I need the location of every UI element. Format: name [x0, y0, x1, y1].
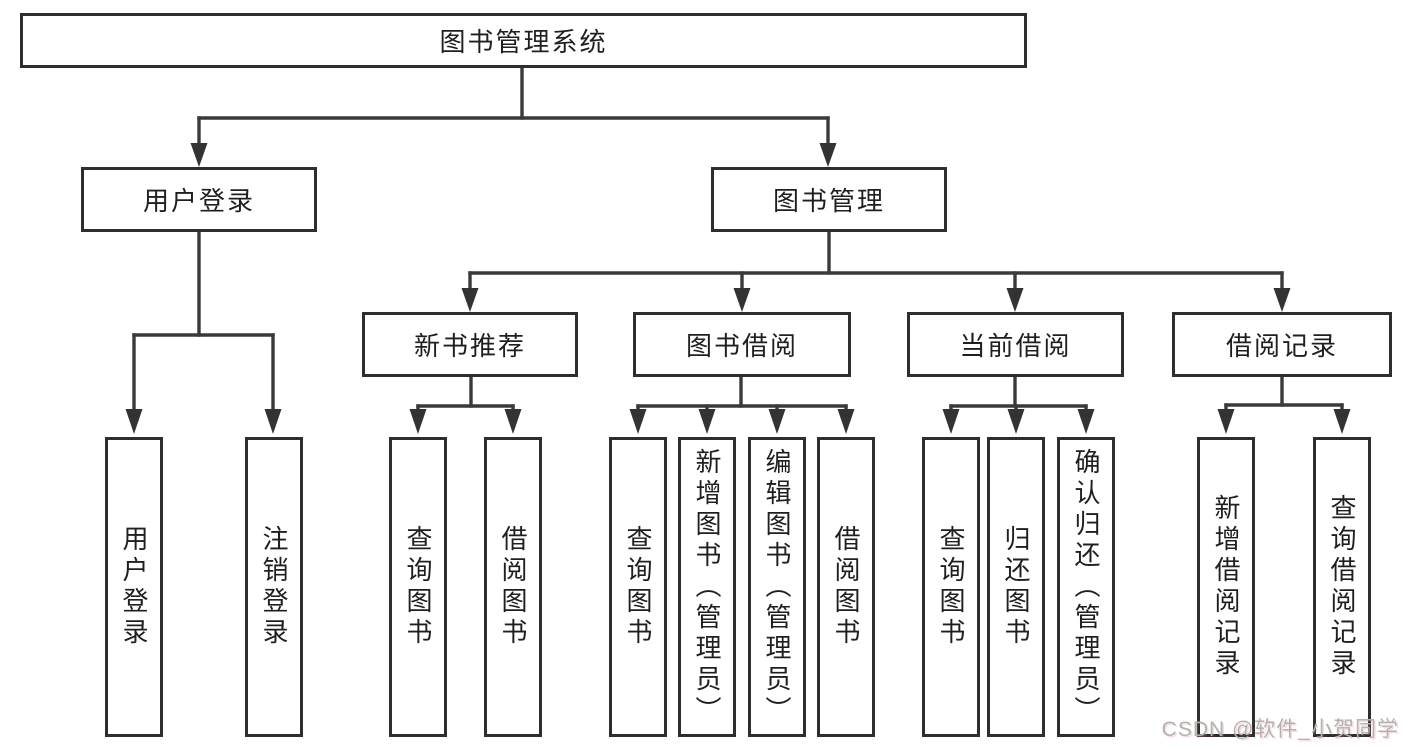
- node-label: 借阅图书: [831, 525, 861, 649]
- node-label: 借阅图书: [498, 525, 528, 649]
- leaf-query-borrow-record: 查询借阅记录: [1313, 437, 1371, 737]
- node-new-book-recommend: 新书推荐: [362, 312, 578, 377]
- node-book-borrow: 图书借阅: [633, 312, 851, 377]
- node-label: 新书推荐: [413, 331, 526, 361]
- node-label: 新增图书（管理员）: [692, 447, 722, 727]
- node-label: 借阅记录: [1225, 331, 1338, 361]
- connector-user-login-children: [125, 232, 282, 434]
- connector-new-book-recommend-children: [409, 377, 522, 434]
- leaf-user-login: 用户登录: [105, 437, 163, 737]
- node-label: 用户登录: [142, 186, 255, 216]
- leaf-logout: 注销登录: [245, 437, 303, 737]
- connector-root-to-level2: [190, 68, 837, 167]
- csdn-watermark: CSDN @软件_小贺同学: [1161, 718, 1399, 741]
- leaf-edit-book-admin: 编辑图书（管理员）: [748, 437, 806, 737]
- node-label: 归还图书: [1001, 525, 1031, 649]
- leaf-query-book-3: 查询图书: [922, 437, 980, 737]
- node-borrow-records: 借阅记录: [1172, 312, 1392, 377]
- connector-book-management-children: [461, 232, 1291, 312]
- leaf-borrow-book-2: 借阅图书: [817, 437, 875, 737]
- leaf-confirm-return-admin: 确认归还（管理员）: [1057, 437, 1115, 737]
- leaf-add-borrow-record: 新增借阅记录: [1197, 437, 1255, 737]
- node-label: 编辑图书（管理员）: [762, 447, 792, 727]
- node-label: 查询图书: [623, 525, 653, 649]
- node-label: 图书管理系统: [439, 27, 608, 57]
- connector-borrow-records-children: [1217, 377, 1351, 434]
- node-label: 当前借阅: [959, 331, 1072, 361]
- leaf-borrow-book-1: 借阅图书: [484, 437, 542, 737]
- node-label: 注销登录: [259, 525, 289, 649]
- connector-book-borrow-children: [629, 377, 855, 434]
- node-user-login: 用户登录: [81, 167, 317, 232]
- leaf-query-book-2: 查询图书: [609, 437, 667, 737]
- node-label: 确认归还（管理员）: [1071, 447, 1101, 727]
- node-current-borrow: 当前借阅: [907, 312, 1124, 377]
- node-label: 新增借阅记录: [1211, 494, 1241, 680]
- node-book-management: 图书管理: [711, 167, 947, 232]
- node-library-system: 图书管理系统: [20, 13, 1027, 68]
- node-label: 图书管理: [772, 186, 885, 216]
- node-label: 查询借阅记录: [1327, 494, 1357, 680]
- node-label: 用户登录: [119, 525, 149, 649]
- leaf-query-book-1: 查询图书: [389, 437, 447, 737]
- leaf-add-book-admin: 新增图书（管理员）: [678, 437, 736, 737]
- node-label: 查询图书: [936, 525, 966, 649]
- node-label: 图书借阅: [685, 331, 798, 361]
- node-label: 查询图书: [403, 525, 433, 649]
- leaf-return-book: 归还图书: [987, 437, 1045, 737]
- connector-current-borrow-children: [942, 377, 1095, 434]
